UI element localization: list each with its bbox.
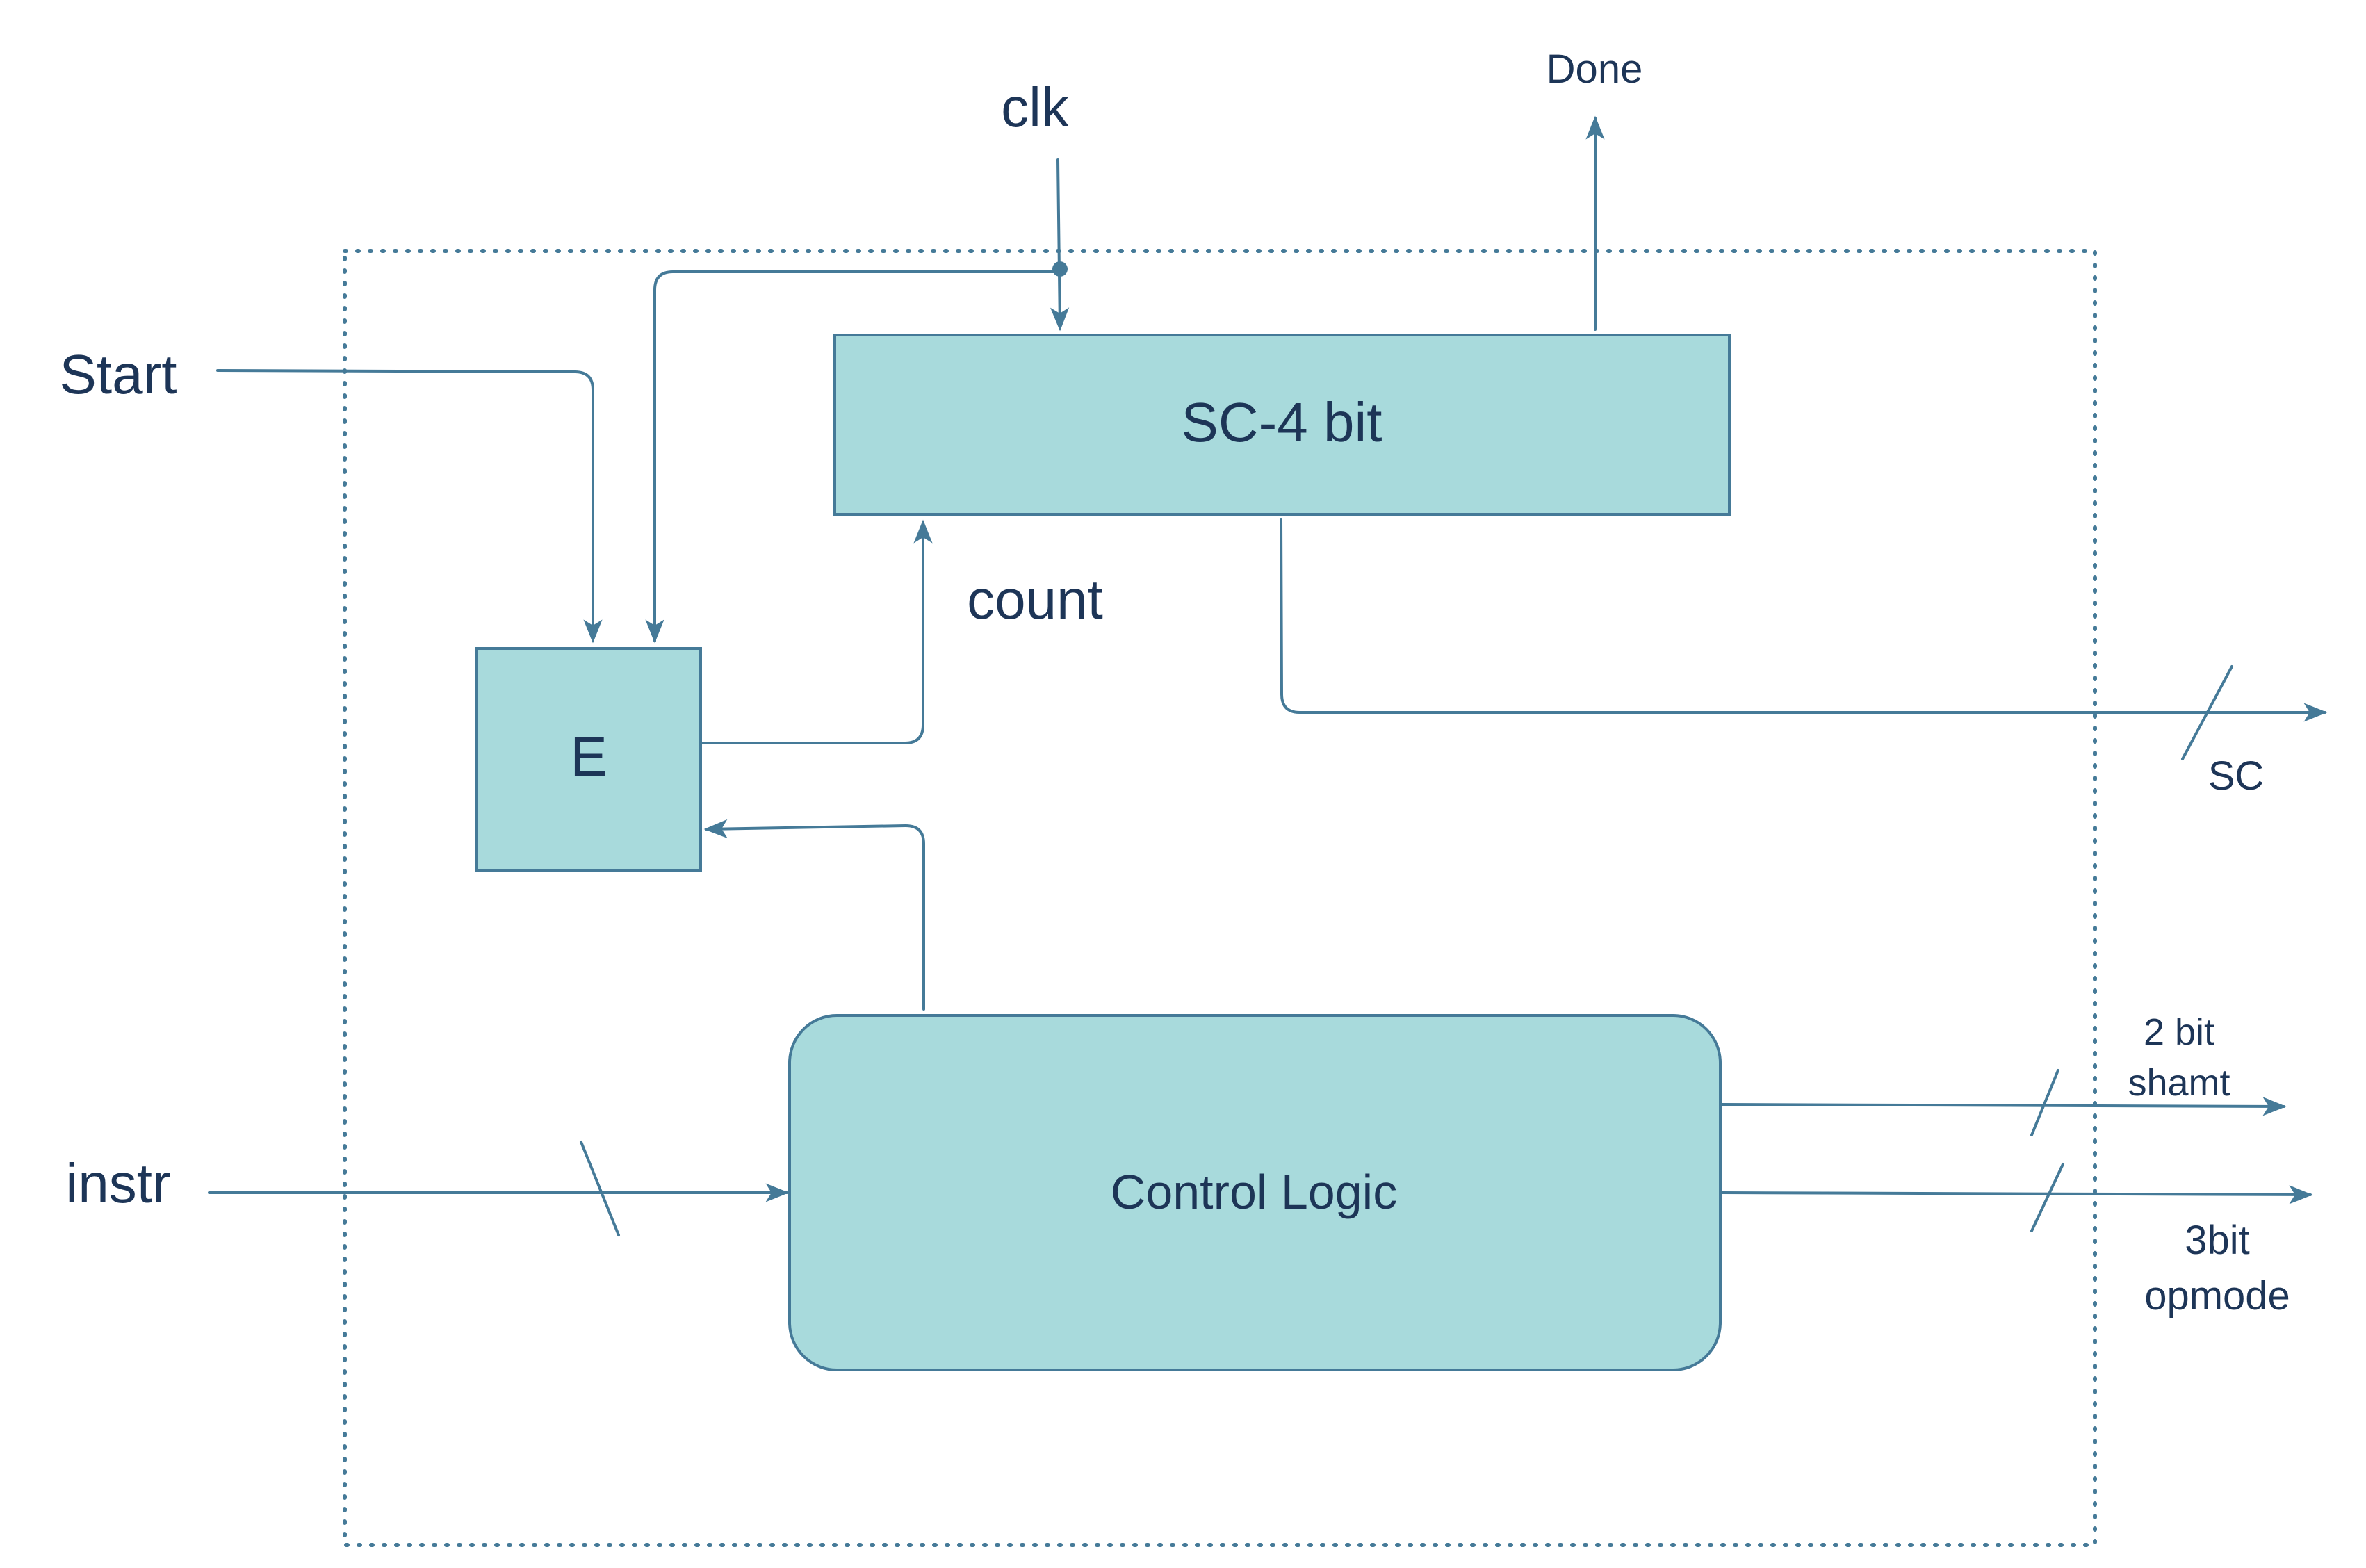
enable-block bbox=[475, 647, 702, 872]
clk-branch-wire bbox=[645, 270, 1061, 644]
count-label: count bbox=[967, 569, 1103, 630]
instr-bus-tick bbox=[580, 1141, 620, 1236]
count-wire bbox=[701, 519, 933, 744]
control-to-enable-wire bbox=[703, 819, 925, 1011]
start-label: Start bbox=[60, 343, 177, 405]
shamt-bus-wire bbox=[1721, 1097, 2287, 1116]
sc-output-label: SC bbox=[2208, 753, 2265, 799]
instr-label: instr bbox=[65, 1152, 170, 1214]
sc-counter-block bbox=[833, 334, 1731, 516]
clk-label: clk bbox=[1001, 76, 1070, 138]
shamt-label-line2: shamt bbox=[2128, 1062, 2230, 1104]
sc-counter-label: SC-4 bit bbox=[1182, 391, 1382, 453]
sc-bus-tick bbox=[2181, 665, 2233, 760]
control-logic-block bbox=[788, 1014, 1722, 1371]
sc-bus-wire bbox=[1280, 518, 2328, 722]
enable-label: E bbox=[570, 726, 607, 787]
opmode-label-line1: 3bit bbox=[2185, 1218, 2250, 1263]
opmode-bus-tick bbox=[2030, 1163, 2064, 1232]
clk-junction-dot bbox=[1052, 261, 1068, 277]
clk-wire bbox=[1050, 158, 1070, 332]
shamt-bus-tick bbox=[2030, 1069, 2059, 1136]
shamt-label-line1: 2 bit bbox=[2144, 1011, 2214, 1053]
done-label: Done bbox=[1547, 47, 1643, 92]
control-logic-label: Control Logic bbox=[1111, 1165, 1397, 1219]
opmode-bus-wire bbox=[1721, 1185, 2313, 1204]
system-boundary bbox=[343, 249, 2097, 1547]
start-wire bbox=[216, 369, 603, 644]
opmode-label-line2: opmode bbox=[2144, 1273, 2290, 1318]
